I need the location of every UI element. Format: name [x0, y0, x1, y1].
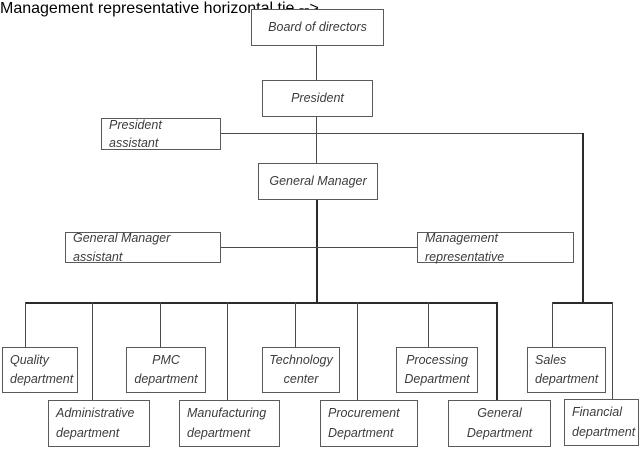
node-label-general-department: General Department — [466, 406, 533, 440]
node-processing-department[interactable]: Processing Department — [396, 347, 478, 393]
node-label-president: President — [291, 91, 344, 106]
dropline-procurement-department — [357, 302, 358, 400]
node-procurement-department[interactable]: Procurement Department — [320, 400, 418, 447]
node-board-of-directors[interactable]: Board of directors — [251, 9, 384, 46]
connector-president-assistant-dropline — [582, 133, 584, 303]
node-management-representative[interactable]: Management representative — [417, 231, 574, 264]
connector-board-to-president — [316, 46, 317, 80]
node-general-manager[interactable]: General Manager — [258, 163, 378, 200]
node-label-procurement-department: Procurement Department — [328, 406, 400, 440]
node-pmc-department[interactable]: PMC department — [126, 347, 206, 393]
connector-department-bus-bar — [25, 302, 498, 304]
dropline-general-department — [496, 302, 498, 400]
node-president-assistant[interactable]: President assistant — [101, 118, 221, 150]
dropline-financial-department — [612, 302, 613, 399]
node-president[interactable]: President — [262, 80, 373, 117]
dropline-manufacturing-department — [227, 302, 228, 400]
dropline-quality-department — [25, 302, 26, 347]
node-sales-department[interactable]: Sales department — [527, 347, 606, 393]
node-label-administrative-department: Administrative department — [56, 406, 135, 440]
connector-president-assistant-horizontal — [221, 133, 583, 134]
connector-sales-group-bus-bar — [552, 302, 613, 304]
connector-gm-assistant-to-management-representative — [221, 247, 417, 248]
dropline-processing-department — [428, 302, 429, 347]
node-label-technology-center: Technology center — [269, 352, 333, 386]
connector-general-manager-trunk — [316, 200, 318, 303]
dropline-technology-center — [295, 302, 296, 347]
node-general-manager-assistant[interactable]: General Manager assistant — [65, 231, 221, 264]
dropline-administrative-department — [92, 302, 93, 400]
node-label-financial-department: Financial department — [572, 405, 636, 439]
node-label-manufacturing-department: Manufacturing department — [187, 406, 267, 440]
node-label-general-manager-assistant: General Manager assistant — [73, 231, 171, 264]
node-financial-department[interactable]: Financial department — [564, 399, 639, 446]
node-label-president-assistant: President assistant — [109, 117, 162, 150]
dropline-sales-department — [552, 302, 553, 347]
node-label-pmc-department: PMC department — [134, 352, 198, 386]
node-label-management-representative: Management representative — [425, 231, 505, 264]
node-administrative-department[interactable]: Administrative department — [48, 400, 150, 447]
node-label-general-manager: General Manager — [269, 174, 367, 189]
node-label-quality-department: Quality department — [10, 352, 74, 386]
dropline-pmc-department — [160, 302, 161, 347]
node-label-board-of-directors: Board of directors — [268, 20, 367, 35]
node-general-department[interactable]: General Department — [448, 400, 551, 447]
node-quality-department[interactable]: Quality department — [2, 347, 78, 393]
node-label-processing-department: Processing Department — [404, 352, 470, 386]
node-technology-center[interactable]: Technology center — [262, 347, 340, 393]
node-label-sales-department: Sales department — [535, 352, 599, 386]
node-manufacturing-department[interactable]: Manufacturing department — [179, 400, 280, 447]
connector-president-to-general-manager — [316, 117, 317, 163]
